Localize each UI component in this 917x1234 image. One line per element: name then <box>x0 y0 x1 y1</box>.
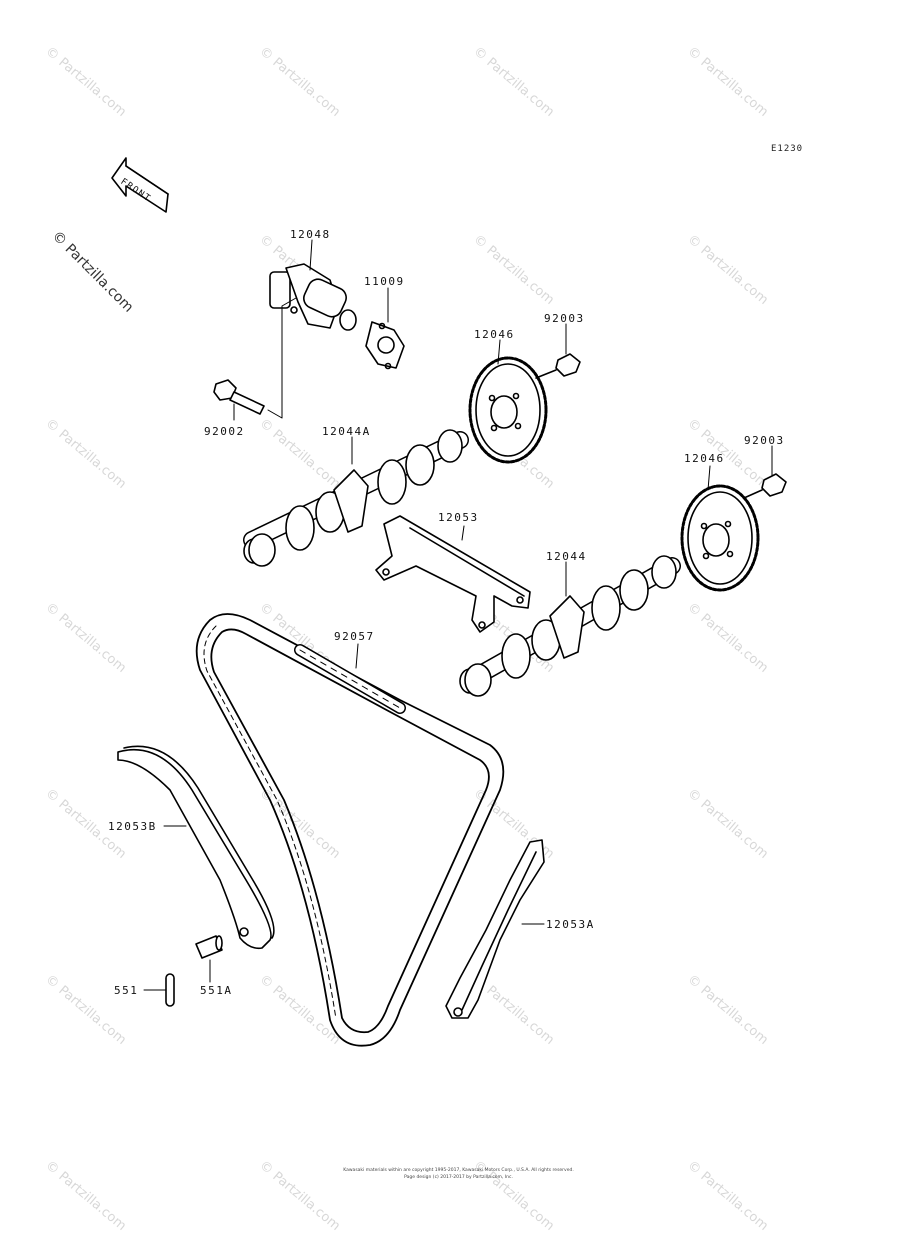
part-label-12046-lower[interactable]: 12046 <box>684 452 725 465</box>
pin-551 <box>165 973 175 1007</box>
part-label-551[interactable]: 551 <box>114 984 139 997</box>
camshaft-intake <box>243 429 469 567</box>
camshaft-exhaust <box>459 555 681 697</box>
footer-copyright: Kawasaki materials within are copyright … <box>343 1168 574 1173</box>
part-label-12044[interactable]: 12044 <box>546 550 587 563</box>
gasket <box>365 321 405 370</box>
part-label-12048[interactable]: 12048 <box>290 228 331 241</box>
camshaft-diagram <box>111 157 787 1047</box>
part-label-12053A[interactable]: 12053A <box>546 918 595 931</box>
bolt-92003-lower <box>743 473 787 499</box>
part-label-551A[interactable]: 551A <box>200 984 233 997</box>
camshaft-sprocket-lower <box>680 484 760 592</box>
chain-master-link <box>294 644 406 714</box>
camshaft-sprocket-upper <box>468 356 548 464</box>
part-label-11009[interactable]: 11009 <box>364 275 405 288</box>
part-label-12044A[interactable]: 12044A <box>322 425 371 438</box>
diagram-code: E1230 <box>771 144 804 154</box>
cam-chain-tensioner <box>269 263 357 331</box>
part-label-92002[interactable]: 92002 <box>204 425 245 438</box>
part-label-12053[interactable]: 12053 <box>438 511 479 524</box>
part-label-12053B[interactable]: 12053B <box>108 820 157 833</box>
part-label-92003-lower[interactable]: 92003 <box>744 434 785 447</box>
part-label-92003-upper[interactable]: 92003 <box>544 312 585 325</box>
bolt-92002 <box>213 379 265 415</box>
front-arrow-icon <box>111 157 169 213</box>
part-label-12046-upper[interactable]: 12046 <box>474 328 515 341</box>
bolt-92003-upper <box>535 353 581 379</box>
footer-design: Page design (c) 2017-2017 by Partzilla.c… <box>404 1175 513 1180</box>
part-label-92057[interactable]: 92057 <box>334 630 375 643</box>
chain-guide-rear <box>117 745 275 950</box>
dowel-pin-551A <box>195 935 223 959</box>
chain-guide-front <box>445 839 545 1019</box>
chain-guide-upper <box>375 515 531 633</box>
